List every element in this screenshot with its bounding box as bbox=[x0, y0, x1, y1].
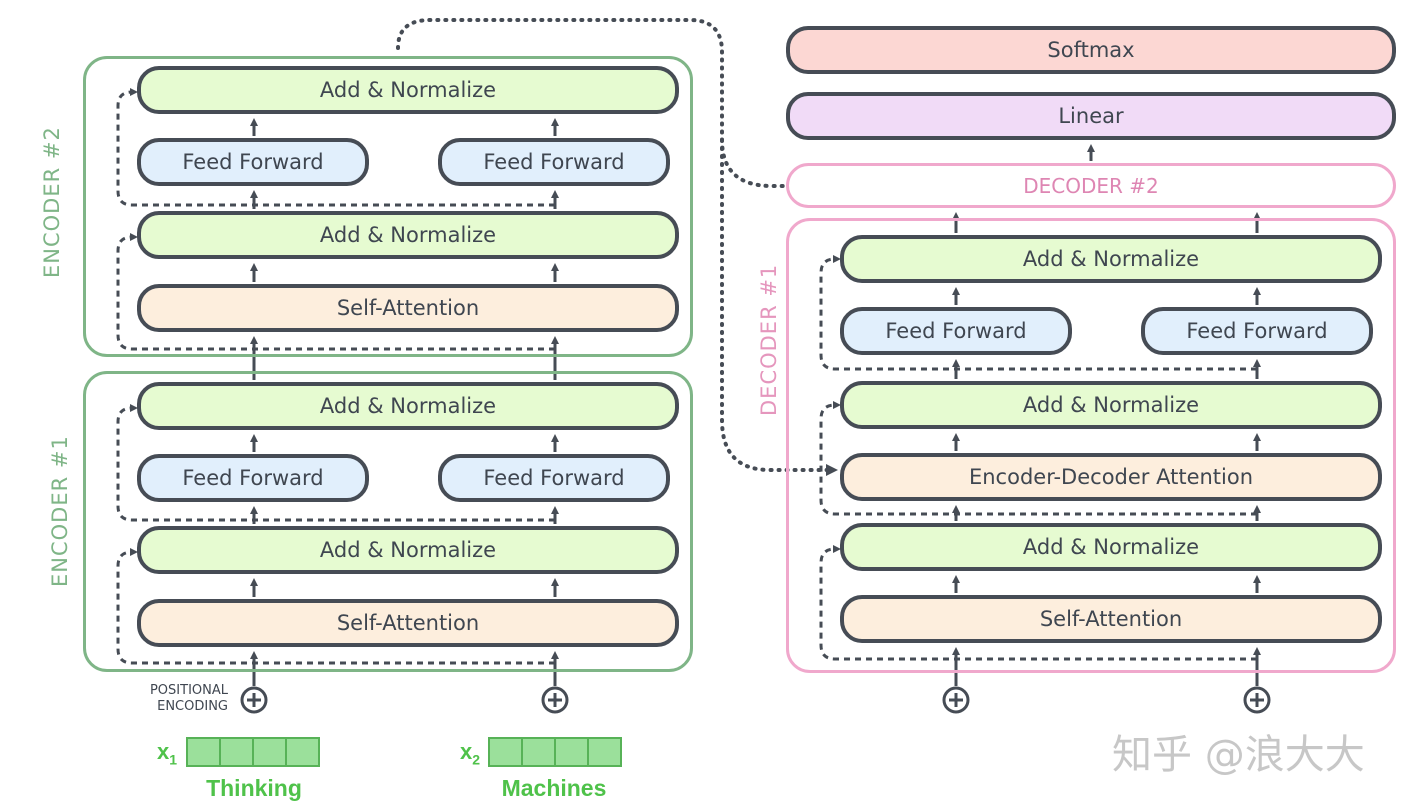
decoder-1-label: DECODER #1 bbox=[757, 263, 781, 416]
linear-layer: Linear bbox=[786, 92, 1396, 140]
encoder-2-label: ENCODER #2 bbox=[40, 126, 64, 278]
decoder-1-add-normalize-top: Add & Normalize bbox=[840, 235, 1382, 283]
input-2-embedding-vector bbox=[488, 737, 622, 767]
input-1-symbol: x1 bbox=[157, 739, 177, 767]
input-2-sub: 2 bbox=[472, 751, 481, 768]
encoder-2-self-attention: Self-Attention bbox=[137, 284, 679, 332]
residual-connection bbox=[116, 404, 555, 522]
input-2-var: x bbox=[460, 739, 473, 764]
decoder-2-label: DECODER #2 bbox=[1023, 173, 1159, 198]
input-1-sub: 1 bbox=[169, 751, 178, 768]
watermark: 知乎 @浪大大 bbox=[1112, 732, 1365, 778]
positional-encoding-label: POSITIONAL ENCODING bbox=[120, 683, 228, 715]
input-1-word: Thinking bbox=[206, 775, 302, 801]
encoder-1-feed-forward-left: Feed Forward bbox=[137, 454, 369, 502]
decoder-1-self-attention: Self-Attention bbox=[840, 595, 1382, 643]
encoder-1-frame bbox=[83, 371, 693, 672]
encoder-2-frame bbox=[83, 56, 693, 357]
encoder-1-self-attention: Self-Attention bbox=[137, 599, 679, 647]
residual-connection bbox=[819, 401, 1257, 516]
plus-sign-icon bbox=[1250, 693, 1264, 707]
decoder-1-frame bbox=[786, 218, 1396, 673]
decoder-2-frame: DECODER #2 bbox=[786, 163, 1396, 208]
decoder-1-add-normalize-bottom: Add & Normalize bbox=[840, 523, 1382, 571]
encoder-1-label: ENCODER #1 bbox=[48, 435, 72, 587]
plus-sign-icon bbox=[949, 693, 963, 707]
residual-connection bbox=[819, 545, 1257, 661]
encoder-1-add-normalize-top: Add & Normalize bbox=[137, 382, 679, 430]
input-1-embedding-vector bbox=[186, 737, 320, 767]
residual-connection bbox=[116, 88, 555, 207]
encoder-2-feed-forward-right: Feed Forward bbox=[438, 138, 670, 186]
input-1-var: x bbox=[157, 739, 170, 764]
decoder-1-encoder-decoder-attention: Encoder-Decoder Attention bbox=[840, 453, 1382, 501]
positional-encoding-line-1: POSITIONAL bbox=[149, 683, 228, 698]
encoder-2-feed-forward-left: Feed Forward bbox=[137, 138, 369, 186]
encoder-1-add-normalize-bottom: Add & Normalize bbox=[137, 526, 679, 574]
softmax-layer: Softmax bbox=[786, 26, 1396, 74]
encoder-2-add-normalize-top: Add & Normalize bbox=[137, 66, 679, 114]
plus-sign-icon bbox=[548, 693, 562, 707]
residual-connection bbox=[819, 255, 1257, 371]
residual-connection bbox=[116, 548, 555, 665]
encoder-output-to-decoder-2 bbox=[396, 18, 838, 192]
input-2-symbol: x2 bbox=[460, 739, 480, 767]
encoder-output-to-decoder-1 bbox=[720, 138, 838, 476]
plus-sign-icon bbox=[247, 693, 261, 707]
encoder-1-feed-forward-right: Feed Forward bbox=[438, 454, 670, 502]
decoder-1-feed-forward-right: Feed Forward bbox=[1141, 307, 1373, 355]
positional-encoding-line-2: ENCODING bbox=[157, 699, 228, 714]
decoder-1-add-normalize-mid: Add & Normalize bbox=[840, 381, 1382, 429]
decoder-1-feed-forward-left: Feed Forward bbox=[840, 307, 1072, 355]
residual-connection bbox=[116, 233, 555, 351]
encoder-2-add-normalize-bottom: Add & Normalize bbox=[137, 211, 679, 259]
input-2-word: Machines bbox=[501, 775, 607, 801]
